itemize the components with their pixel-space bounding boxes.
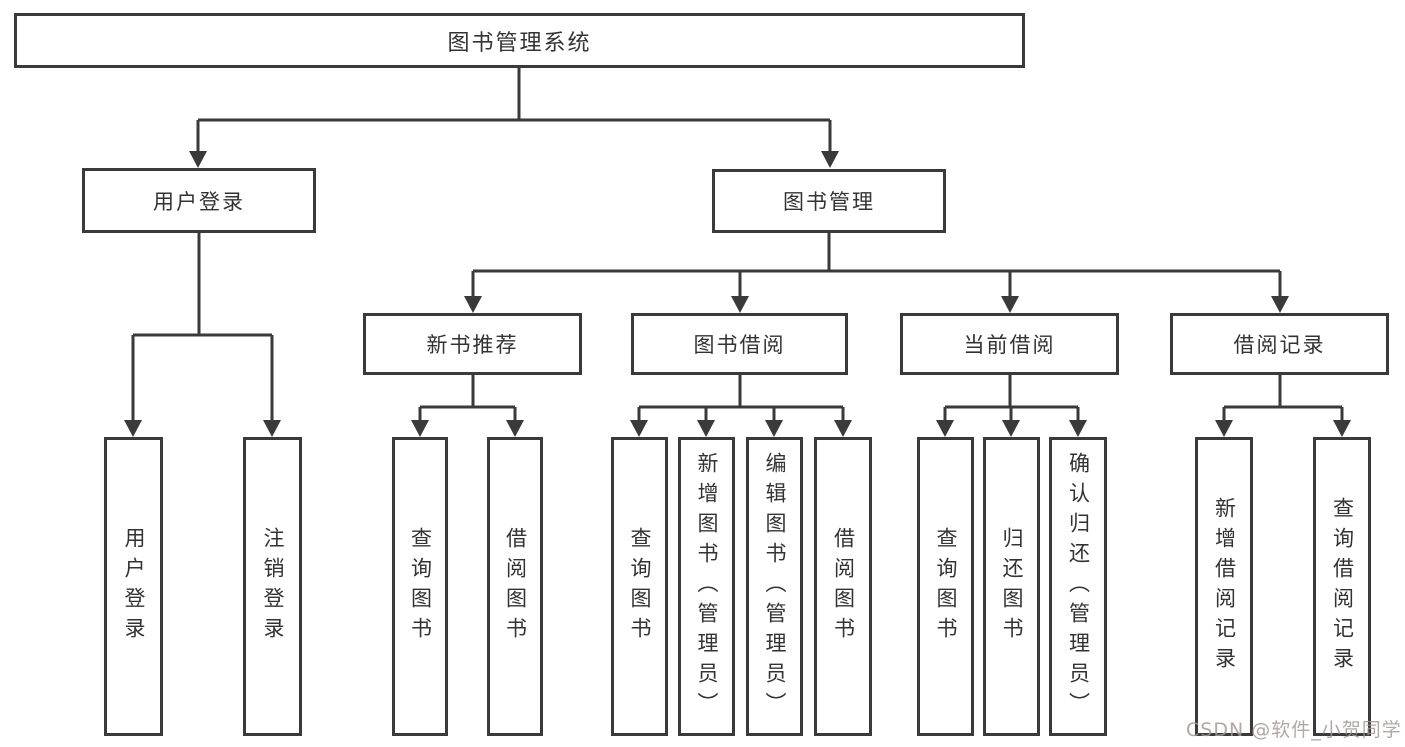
node-label: 确认归还（管理员） [1066, 451, 1091, 722]
node-user-login: 用户登录 [82, 168, 316, 233]
node-label: 归还图书 [1000, 526, 1024, 647]
node-label: 查询借阅记录 [1330, 496, 1355, 677]
connector-book-management [464, 233, 1289, 313]
node-book-borrow: 图书借阅 [631, 313, 848, 375]
node-current-borrow: 当前借阅 [900, 313, 1119, 375]
node-leaf-edit-books-admin: 编辑图书（管理员） [746, 437, 803, 736]
node-label: 新增图书（管理员） [695, 451, 719, 722]
node-root-library-system: 图书管理系统 [14, 13, 1025, 68]
node-label: 查询图书 [408, 526, 433, 647]
csdn-watermark: CSDN @软件_小贺同学 [1186, 719, 1402, 741]
node-label: 用户登录 [122, 526, 146, 647]
node-label: 当前借阅 [963, 333, 1056, 357]
node-label: 查询图书 [934, 526, 958, 647]
node-label: 注销登录 [261, 526, 285, 647]
node-leaf-add-borrow-record: 新增借阅记录 [1195, 437, 1253, 736]
node-leaf-add-books-admin: 新增图书（管理员） [678, 437, 735, 736]
node-borrow-records: 借阅记录 [1170, 313, 1389, 375]
node-leaf-borrow-books: 借阅图书 [814, 437, 872, 736]
node-label: 借阅图书 [503, 526, 528, 647]
node-label: 用户登录 [153, 189, 245, 214]
node-leaf-user-login: 用户登录 [104, 437, 163, 736]
node-leaf-query-books-recommend: 查询图书 [392, 437, 448, 736]
node-leaf-return-books: 归还图书 [983, 437, 1040, 736]
node-leaf-logout: 注销登录 [243, 437, 302, 736]
node-label: 借阅记录 [1233, 333, 1326, 357]
node-label: 图书管理 [783, 190, 875, 214]
connector-root [189, 68, 839, 168]
node-label: 查询图书 [628, 526, 652, 647]
node-leaf-query-books-borrow: 查询图书 [611, 437, 668, 736]
node-leaf-confirm-return-admin: 确认归还（管理员） [1049, 437, 1107, 736]
connector-new-book-recommend [411, 375, 524, 437]
node-label: 图书借阅 [693, 333, 786, 357]
node-leaf-query-books-current: 查询图书 [917, 437, 974, 736]
connector-user-login [124, 233, 281, 437]
node-leaf-borrow-books-recommend: 借阅图书 [487, 437, 543, 736]
node-new-book-recommend: 新书推荐 [363, 313, 582, 375]
node-label: 编辑图书（管理员） [763, 451, 787, 722]
connector-borrow-records [1215, 375, 1351, 437]
node-leaf-query-borrow-record: 查询借阅记录 [1313, 437, 1371, 736]
node-book-management: 图书管理 [712, 169, 946, 233]
connector-current-borrow [936, 375, 1087, 437]
node-label: 图书管理系统 [447, 30, 592, 56]
connector-book-borrow [630, 375, 852, 437]
node-label: 借阅图书 [831, 526, 856, 647]
node-label: 新书推荐 [426, 333, 519, 357]
node-label: 新增借阅记录 [1212, 496, 1237, 677]
